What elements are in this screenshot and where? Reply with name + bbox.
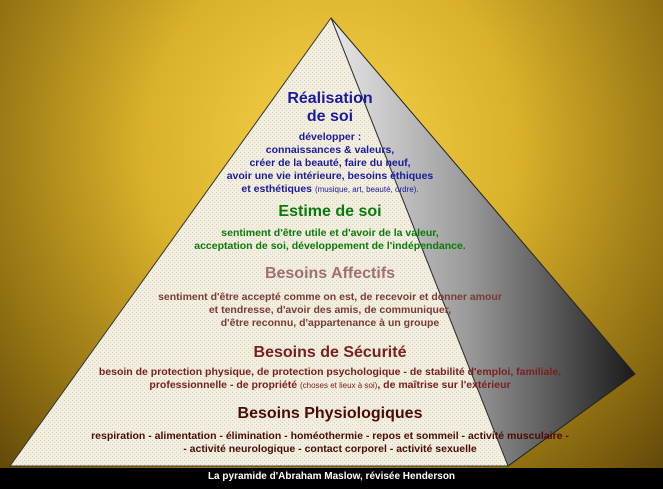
body-line: acceptation de soi, développement de l'i… [194,240,466,252]
level-physiological-title: Besoins Physiologiques [237,405,423,422]
body-line: avoir une vie intérieure, besoins éthiqu… [226,170,434,182]
pyramid-front-face [9,16,509,467]
level-self-actualization-body: développer : connaissances & valeurs, cr… [180,131,480,196]
body-line: connaissances & valeurs, [265,144,395,156]
body-line: et esthétiques (musique, art, beauté, or… [180,183,480,196]
body-line: développer : [298,131,362,143]
body-line: respiration - alimentation - élimination… [91,430,569,442]
body-line: - activité neurologique - contact corpor… [183,443,477,455]
body-line: sentiment d'être utile et d'avoir de la … [221,227,439,239]
level-esteem-body: sentiment d'être utile et d'avoir de la … [150,227,510,253]
body-text: et esthétiques [241,183,313,195]
body-line: professionnelle - de propriété (choses e… [80,379,580,392]
level-title-line: Réalisation [287,90,373,107]
level-safety-title: Besoins de Sécurité [253,344,407,361]
diagram-caption: La pyramide d'Abraham Maslow, révisée He… [207,471,456,482]
body-note: (choses et lieux à soi) [299,381,378,390]
body-line: sentiment d'être accepté comme on est, d… [158,291,502,303]
body-note: (musique, art, beauté, ordre). [314,185,419,194]
level-affective-title: Besoins Affectifs [264,265,396,282]
level-self-actualization-title: Réalisation de soi [230,90,430,126]
body-text: , de maîtrise sur l'extérieur [377,379,511,391]
level-safety-body: besoin de protection physique, de protec… [80,366,580,392]
level-physiological-body: respiration - alimentation - élimination… [40,430,620,456]
body-line: créer de la beauté, faire du neuf, [249,157,411,169]
level-affective-body: sentiment d'être accepté comme on est, d… [120,291,540,330]
level-esteem-title: Estime de soi [278,203,382,220]
body-line: besoin de protection physique, de protec… [98,366,562,378]
caption-bar [0,468,663,489]
body-text: professionnelle - de propriété [149,379,298,391]
body-line: et tendresse, d'avoir des amis, de commu… [208,304,452,316]
level-title-line: de soi [306,108,354,125]
body-line: d'être reconnu, d'appartenance à un grou… [220,317,440,329]
